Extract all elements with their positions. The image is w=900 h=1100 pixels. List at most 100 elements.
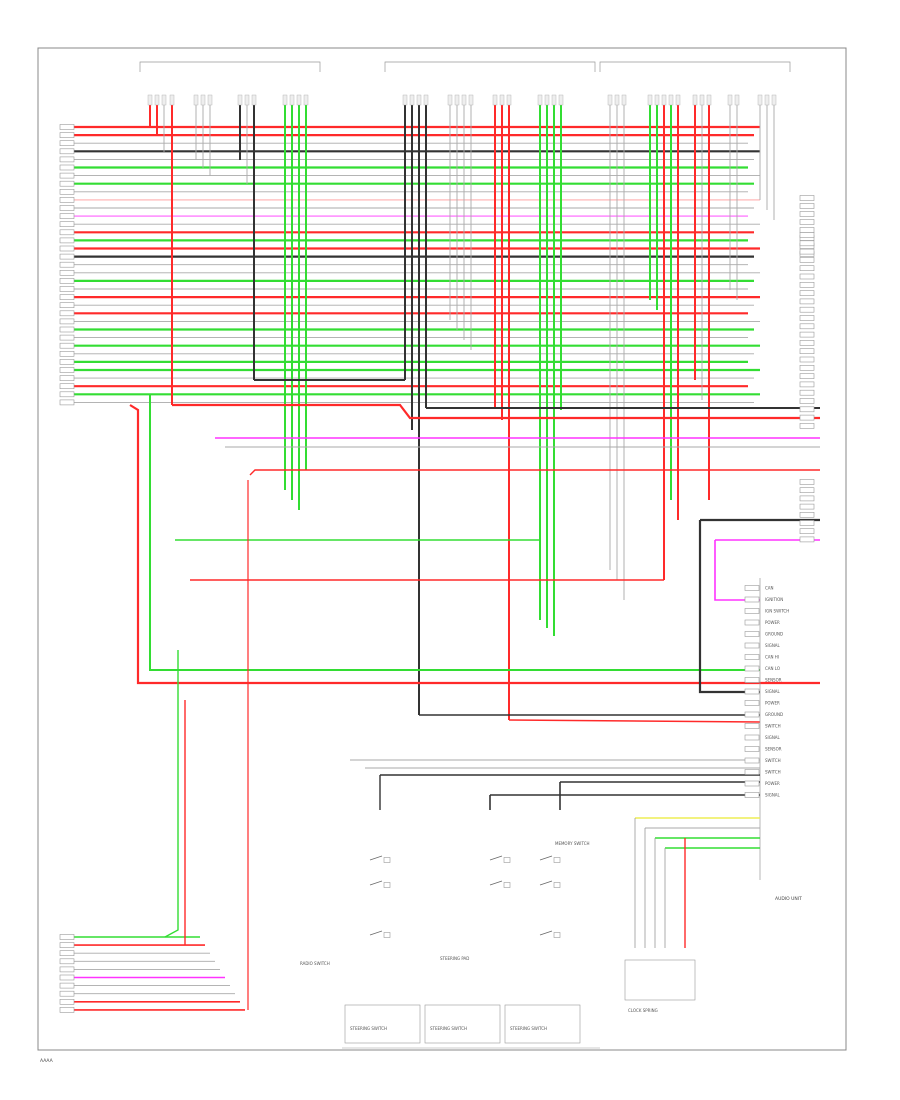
bottom-left-terminal <box>59 958 75 965</box>
right-terminal <box>799 511 815 518</box>
left-terminal <box>59 367 75 373</box>
top-pin <box>668 94 674 106</box>
top-pin <box>499 94 505 106</box>
switch-terminal <box>503 857 511 863</box>
left-terminal <box>59 350 75 357</box>
left-terminal <box>59 359 75 365</box>
bottom-left-terminal <box>59 998 75 1005</box>
switch-terminal <box>553 932 561 938</box>
left-terminal <box>59 286 75 292</box>
unit-pin <box>744 642 760 649</box>
bottom-left-terminal <box>59 934 75 940</box>
left-terminal <box>59 132 75 138</box>
right-terminal <box>799 536 815 543</box>
unit-pin-label: SIGNAL <box>765 643 781 648</box>
right-terminal <box>799 348 815 355</box>
top-pin <box>454 94 460 106</box>
unit-pin-label: POWER <box>765 781 780 786</box>
bottom-box-label: STEERING SWITCH <box>510 1026 547 1031</box>
bottom-right-box-label: CLOCK SPRING <box>628 1008 658 1013</box>
left-terminal <box>59 237 75 244</box>
unit-pin-label: POWER <box>765 620 780 625</box>
unit-pin <box>744 665 760 672</box>
unit-pin-label: SENSOR <box>765 678 782 683</box>
bottom-left-terminal <box>59 1007 75 1013</box>
unit-pin-label: GROUND <box>765 632 783 637</box>
top-pin <box>237 94 243 106</box>
left-terminal <box>59 180 75 187</box>
switch-terminal <box>503 882 511 888</box>
steering-switch-box-2 <box>424 1004 501 1044</box>
top-pin <box>506 94 512 106</box>
unit-pin <box>744 654 760 660</box>
right-terminal <box>799 364 815 371</box>
right-terminal <box>799 414 815 421</box>
right-terminal <box>799 232 815 238</box>
left-terminal <box>59 245 75 252</box>
unit-pin-label: SWITCH <box>765 758 781 763</box>
right-terminal <box>799 281 815 288</box>
mid-wire <box>172 403 820 420</box>
unit-pin <box>744 631 760 637</box>
top-pin <box>461 94 467 106</box>
left-terminal <box>59 318 75 325</box>
right-terminal <box>799 520 815 526</box>
unit-pin <box>744 688 760 695</box>
left-terminal <box>59 172 75 179</box>
left-terminal <box>59 261 75 268</box>
right-terminal <box>799 389 815 396</box>
switch-contact <box>369 855 383 861</box>
unit-pin-label: SWITCH <box>765 770 781 775</box>
bottom-left-terminal <box>59 974 75 981</box>
unit-pin-label: SWITCH <box>765 724 781 729</box>
top-connector-bracket <box>384 61 596 72</box>
unit-pin <box>744 746 760 752</box>
unit-pin <box>744 757 760 764</box>
top-pin <box>402 94 408 106</box>
left-terminal <box>59 221 75 227</box>
unit-pin <box>744 619 760 626</box>
left-terminal <box>59 197 75 203</box>
top-pin <box>551 94 557 106</box>
unit-pin-label: SIGNAL <box>765 793 781 798</box>
bottom-left-terminal <box>59 990 75 997</box>
left-terminal <box>59 399 75 406</box>
right-terminal <box>799 398 815 404</box>
top-pin <box>734 94 740 106</box>
right-terminal <box>799 290 815 296</box>
top-pin <box>706 94 712 106</box>
left-terminal <box>59 391 75 398</box>
top-pin <box>544 94 550 106</box>
left-terminal <box>59 269 75 276</box>
switch-label: MEMORY SWITCH <box>555 841 590 846</box>
bottom-left-terminal <box>59 982 75 989</box>
top-pin <box>169 94 175 106</box>
mid-wire <box>129 404 820 685</box>
top-pin <box>692 94 698 106</box>
top-pin <box>614 94 620 106</box>
unit-pin <box>744 792 760 798</box>
left-terminal <box>59 124 75 130</box>
left-terminal <box>59 334 75 341</box>
bottom-box-label: STEERING SWITCH <box>430 1026 467 1031</box>
unit-pin <box>744 700 760 706</box>
right-terminal <box>799 331 815 338</box>
top-pin <box>193 94 199 106</box>
top-pin <box>661 94 667 106</box>
right-terminal <box>799 298 815 305</box>
right-terminal <box>799 248 815 255</box>
top-pin <box>727 94 733 106</box>
right-terminal <box>799 356 815 363</box>
top-pin <box>447 94 453 106</box>
top-pin <box>423 94 429 106</box>
top-pin <box>207 94 213 106</box>
footer-code: AAAA <box>40 1058 54 1064</box>
switch-contact <box>369 880 383 886</box>
unit-pin-label: IGN SWITCH <box>765 609 789 614</box>
top-pin <box>416 94 422 106</box>
switch-terminal <box>383 857 391 863</box>
unit-pin <box>744 711 760 718</box>
mid-wire <box>508 719 761 723</box>
top-pin <box>251 94 257 106</box>
